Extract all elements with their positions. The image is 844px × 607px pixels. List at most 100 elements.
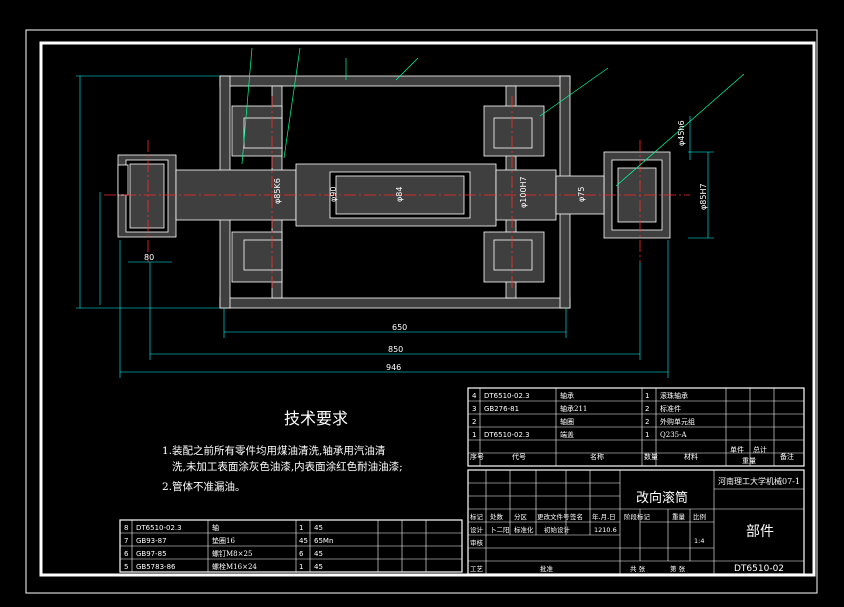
drawing-type: 部件: [746, 524, 774, 540]
svg-text:45: 45: [314, 550, 323, 558]
svg-text:3: 3: [472, 405, 476, 413]
table-row: 3 GB276-81 轴承211 2 标准件: [472, 404, 681, 413]
weight-label: 重量: [672, 513, 686, 521]
craft-label: 工艺: [470, 565, 484, 573]
svg-text:45: 45: [314, 524, 323, 532]
svg-text:初始设计: 初始设计: [544, 525, 571, 534]
svg-text:年.月.日: 年.月.日: [592, 512, 616, 521]
svg-text:2: 2: [645, 405, 649, 413]
svg-text:DT6510-02.3: DT6510-02.3: [136, 524, 182, 532]
svg-text:1210.6: 1210.6: [594, 526, 617, 534]
dim-shaft-right1: φ100H7: [519, 176, 528, 208]
sheet-total: 共 张: [630, 564, 646, 573]
svg-text:7: 7: [124, 537, 128, 545]
svg-text:8: 8: [124, 524, 128, 532]
svg-text:标准化: 标准化: [514, 525, 534, 534]
svg-text:材料: 材料: [684, 452, 698, 461]
svg-text:代号: 代号: [512, 452, 526, 461]
dim-shaft-mid1: φ90: [329, 187, 338, 202]
parts-list-top-text: 4 DT6510-02.3 轴承 1 滚珠轴承 3 GB276-81 轴承211…: [470, 391, 794, 465]
dimension-labels: 650 850 946 80 φ85K6 φ90 φ84 φ100H7 φ75 …: [144, 120, 708, 372]
svg-text:备注: 备注: [780, 452, 794, 461]
parts-list-bottom-text: 8 DT6510-02.3 轴 1 45 7 GB93-87 垫圈16 45 6…: [124, 523, 333, 571]
svg-text:设计: 设计: [470, 525, 484, 534]
table-row: 4 DT6510-02.3 轴承 1 滚珠轴承: [472, 391, 688, 400]
scale-value: 1:4: [694, 537, 704, 545]
svg-text:2: 2: [472, 418, 476, 426]
svg-text:GB97-85: GB97-85: [136, 550, 167, 558]
svg-text:轴圈: 轴圈: [560, 417, 574, 426]
svg-text:单件: 单件: [730, 445, 744, 454]
dim-850: 850: [388, 345, 403, 354]
svg-text:轴承211: 轴承211: [560, 404, 587, 413]
svg-text:GB5783-86: GB5783-86: [136, 563, 176, 571]
svg-text:DT6510-02.3: DT6510-02.3: [484, 431, 530, 439]
svg-text:65Mn: 65Mn: [314, 537, 333, 545]
stage-label: 阶段标记: [624, 512, 651, 521]
svg-text:轴: 轴: [212, 523, 219, 532]
svg-text:DT6510-02.3: DT6510-02.3: [484, 392, 530, 400]
svg-text:标准件: 标准件: [660, 404, 681, 413]
check-label: 审核: [470, 538, 484, 547]
dim-right-tol: φ45h6: [677, 120, 686, 146]
inner-border: [39, 41, 816, 577]
table-row: 2 轴圈 2 外购单元组: [472, 417, 695, 426]
svg-text:总计: 总计: [753, 445, 767, 454]
approve-label: 批准: [540, 564, 554, 573]
tech-req-line3: 2.管体不准漏油。: [162, 480, 246, 493]
svg-text:螺栓M16×24: 螺栓M16×24: [212, 562, 257, 571]
svg-text:名称: 名称: [590, 452, 604, 461]
svg-text:1: 1: [645, 392, 649, 400]
svg-text:标记: 标记: [470, 512, 484, 521]
technical-requirements: 技术要求 1.装配之前所有零件均用煤油清洗,轴承用汽油清 洗,未加工表面涂灰色油…: [162, 409, 403, 493]
svg-text:2: 2: [645, 418, 649, 426]
dim-946: 946: [386, 363, 401, 372]
svg-text:6: 6: [299, 550, 304, 558]
svg-text:GB93-87: GB93-87: [136, 537, 167, 545]
centerlines: [104, 96, 690, 290]
svg-text:端盖: 端盖: [560, 430, 574, 439]
svg-text:1: 1: [299, 524, 303, 532]
svg-text:外购单元组: 外购单元组: [660, 417, 695, 426]
tech-req-line1: 1.装配之前所有零件均用煤油清洗,轴承用汽油清: [162, 444, 385, 457]
svg-text:Q235-A: Q235-A: [660, 431, 687, 439]
dim-right-hub: φ85H7: [699, 183, 708, 210]
dimension-lines: [76, 75, 714, 378]
svg-text:分区: 分区: [514, 512, 528, 521]
table-row: 7 GB93-87 垫圈16 45 65Mn: [124, 536, 333, 545]
dim-80: 80: [144, 253, 154, 262]
svg-text:螺钉M8×25: 螺钉M8×25: [212, 549, 252, 558]
design-row: 设计 卜二阳 标准化 初始设计 1210.6: [470, 525, 617, 534]
dim-shaft-left: φ85K6: [273, 178, 282, 204]
svg-text:垫圈16: 垫圈16: [212, 536, 235, 545]
mark-row: 标记 处数 分区 更改文件号 签名 年.月.日: [470, 512, 616, 521]
svg-text:序号: 序号: [470, 452, 484, 461]
svg-text:1: 1: [472, 431, 476, 439]
dim-650: 650: [392, 323, 407, 332]
parts-list-top: [467, 387, 805, 467]
svg-text:数量: 数量: [644, 452, 658, 461]
svg-text:4: 4: [472, 392, 477, 400]
table-row: 5 GB5783-86 螺栓M16×24 1 45: [124, 562, 323, 571]
svg-text:45: 45: [314, 563, 323, 571]
tech-req-title: 技术要求: [284, 409, 348, 428]
parts-list-bottom: [119, 519, 463, 573]
drawing-name: 改向滚筒: [636, 490, 688, 506]
outer-border: [25, 29, 818, 594]
table-row: 6 GB97-85 螺钉M8×25 6 45: [124, 549, 323, 558]
svg-text:1: 1: [299, 563, 303, 571]
svg-text:5: 5: [124, 563, 128, 571]
svg-text:45: 45: [299, 537, 308, 545]
svg-text:卜二阳: 卜二阳: [490, 525, 510, 534]
svg-text:更改文件号: 更改文件号: [537, 512, 570, 521]
title-block: [467, 469, 805, 575]
table-row: 1 DT6510-02.3 端盖 1 Q235-A: [472, 430, 687, 439]
drawing-number: DT6510-02: [734, 564, 784, 574]
left-bearing-housing: [117, 154, 177, 238]
roller-assembly: 650 850 946 80 φ85K6 φ90 φ84 φ100H7 φ75 …: [76, 47, 745, 378]
svg-text:签名: 签名: [570, 512, 583, 521]
svg-text:滚珠轴承: 滚珠轴承: [660, 391, 688, 400]
scale-label: 比例: [693, 512, 706, 521]
svg-text:6: 6: [124, 550, 129, 558]
